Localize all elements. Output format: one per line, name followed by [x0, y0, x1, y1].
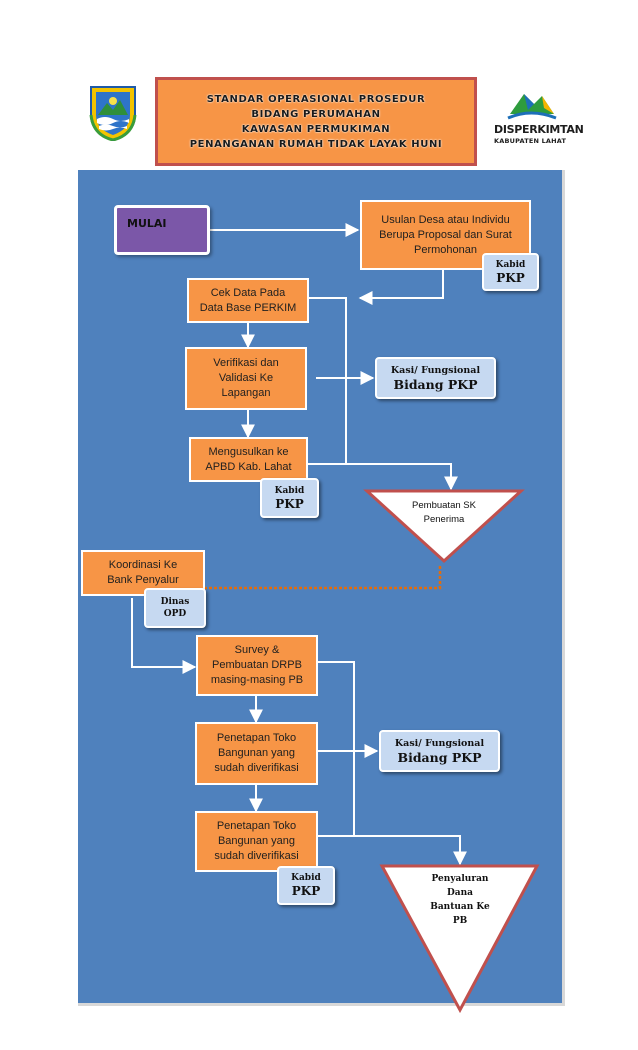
brand-name: DISPERKIMTAN — [494, 123, 584, 136]
role-kasi-1-unit: Bidang PKP — [393, 376, 478, 392]
triangle-sk — [363, 489, 525, 564]
step-penetapan-2-line-3: sudah diverifikasi — [214, 850, 299, 862]
step-mengusulkan-line-1: Mengusulkan ke — [208, 445, 289, 458]
role-kasi-1: Kasi/ Fungsional Bidang PKP — [375, 357, 496, 399]
arrow-to-sk — [308, 463, 458, 491]
arrow-koordinasi-to-survey — [131, 598, 197, 674]
role-kasi-2-unit: Bidang PKP — [397, 749, 482, 765]
step-usulan-line-2: Berupa Proposal dan Surat — [379, 228, 512, 241]
step-cek-line-1: Cek Data Pada — [210, 286, 286, 299]
penyaluran-label: Penyaluran Dana Bantuan Ke PB — [415, 872, 505, 928]
role-kabid-3-title: Kabid — [291, 873, 321, 883]
disperkimtan-mark-icon — [507, 94, 557, 120]
role-kabid-3: Kabid PKP — [277, 866, 335, 905]
step-verifikasi-line-1: Verifikasi dan — [213, 357, 279, 369]
step-penetapan-2-line-1: Penetapan Toko — [216, 820, 297, 832]
step-verifikasi-line-2: Validasi Ke — [218, 372, 274, 384]
role-kabid-2: Kabid PKP — [260, 478, 319, 518]
regency-emblem-logo — [87, 85, 139, 142]
sop-title-box: STANDAR OPERASIONAL PROSEDUR BIDANG PERU… — [155, 77, 477, 166]
step-cek-line-2: Data Base PERKIM — [199, 301, 297, 314]
role-dinas-unit: OPD — [163, 609, 187, 619]
role-dinas: Dinas OPD — [144, 588, 206, 628]
sk-label: Pembuatan SK Penerima — [395, 499, 493, 527]
step-survey: Survey & Pembuatan DRPB masing-masing PB — [196, 635, 318, 696]
brand-subtitle: KABUPATEN LAHAT — [494, 137, 567, 145]
step-verifikasi: Verifikasi dan Validasi Ke Lapangan — [185, 347, 307, 410]
sk-line-1: Pembuatan SK — [412, 500, 476, 511]
title-line-2: BIDANG PERUMAHAN — [251, 108, 381, 120]
step-koordinasi-line-2: Bank Penyalur — [107, 574, 179, 586]
penyaluran-line-4: PB — [452, 916, 468, 926]
step-usulan-line-3: Permohonan — [413, 243, 477, 256]
arrow-to-penyaluran — [318, 835, 467, 866]
step-mengusulkan-line-2: APBD Kab. Lahat — [205, 460, 292, 473]
step-verifikasi-line-3: Lapangan — [221, 387, 271, 399]
title-line-3: KAWASAN PERMUKIMAN — [241, 123, 391, 135]
title-line-1: STANDAR OPERASIONAL PROSEDUR — [206, 93, 426, 105]
penyaluran-line-1: Penyaluran — [431, 874, 489, 884]
step-usulan-line-1: Usulan Desa atau Individu — [381, 213, 510, 226]
line-survey-to-split — [318, 661, 355, 836]
disperkimtan-logo: DISPERKIMTAN KABUPATEN LAHAT — [494, 88, 584, 148]
role-kabid-2-unit: PKP — [275, 496, 304, 511]
step-survey-line-3: masing-masing PB — [210, 674, 304, 686]
role-kabid-1: Kabid PKP — [482, 253, 539, 291]
penyaluran-line-3: Bantuan Ke — [430, 902, 490, 912]
step-penetapan-1-line-2: Bangunan yang — [217, 747, 296, 759]
triangle-penyaluran — [379, 864, 540, 1014]
role-kabid-3-unit: PKP — [291, 884, 321, 898]
line-cek-to-split — [309, 297, 347, 464]
role-kabid-2-title: Kabid — [274, 485, 305, 496]
step-penetapan-1-line-3: sudah diverifikasi — [214, 762, 299, 774]
step-mengusulkan: Mengusulkan ke APBD Kab. Lahat — [189, 437, 308, 482]
step-survey-line-2: Pembuatan DRPB — [212, 659, 302, 671]
sk-line-2: Penerima — [423, 514, 465, 525]
step-cek-data: Cek Data Pada Data Base PERKIM — [187, 278, 309, 323]
step-penetapan-1: Penetapan Toko Bangunan yang sudah diver… — [195, 722, 318, 785]
arrow-usulan-to-cek — [358, 270, 444, 305]
role-kabid-1-unit: PKP — [496, 270, 525, 285]
step-survey-line-1: Survey & — [234, 644, 280, 656]
start-terminal: MULAI — [114, 205, 210, 255]
step-koordinasi-line-1: Koordinasi Ke — [108, 559, 178, 571]
step-penetapan-2: Penetapan Toko Bangunan yang sudah diver… — [195, 811, 318, 872]
title-line-4: PENANGANAN RUMAH TIDAK LAYAK HUNI — [189, 138, 443, 150]
step-penetapan-1-line-1: Penetapan Toko — [216, 732, 297, 744]
role-kabid-1-title: Kabid — [495, 259, 526, 270]
role-kasi-1-title: Kasi/ Fungsional — [390, 364, 481, 376]
role-kasi-2: Kasi/ Fungsional Bidang PKP — [379, 730, 500, 772]
role-kasi-2-title: Kasi/ Fungsional — [394, 737, 485, 749]
step-penetapan-2-line-2: Bangunan yang — [217, 835, 296, 847]
start-label: MULAI — [127, 217, 167, 230]
penyaluran-line-2: Dana — [446, 888, 473, 898]
dotted-sk-to-koordinasi — [205, 566, 442, 590]
role-dinas-title: Dinas — [160, 597, 190, 607]
